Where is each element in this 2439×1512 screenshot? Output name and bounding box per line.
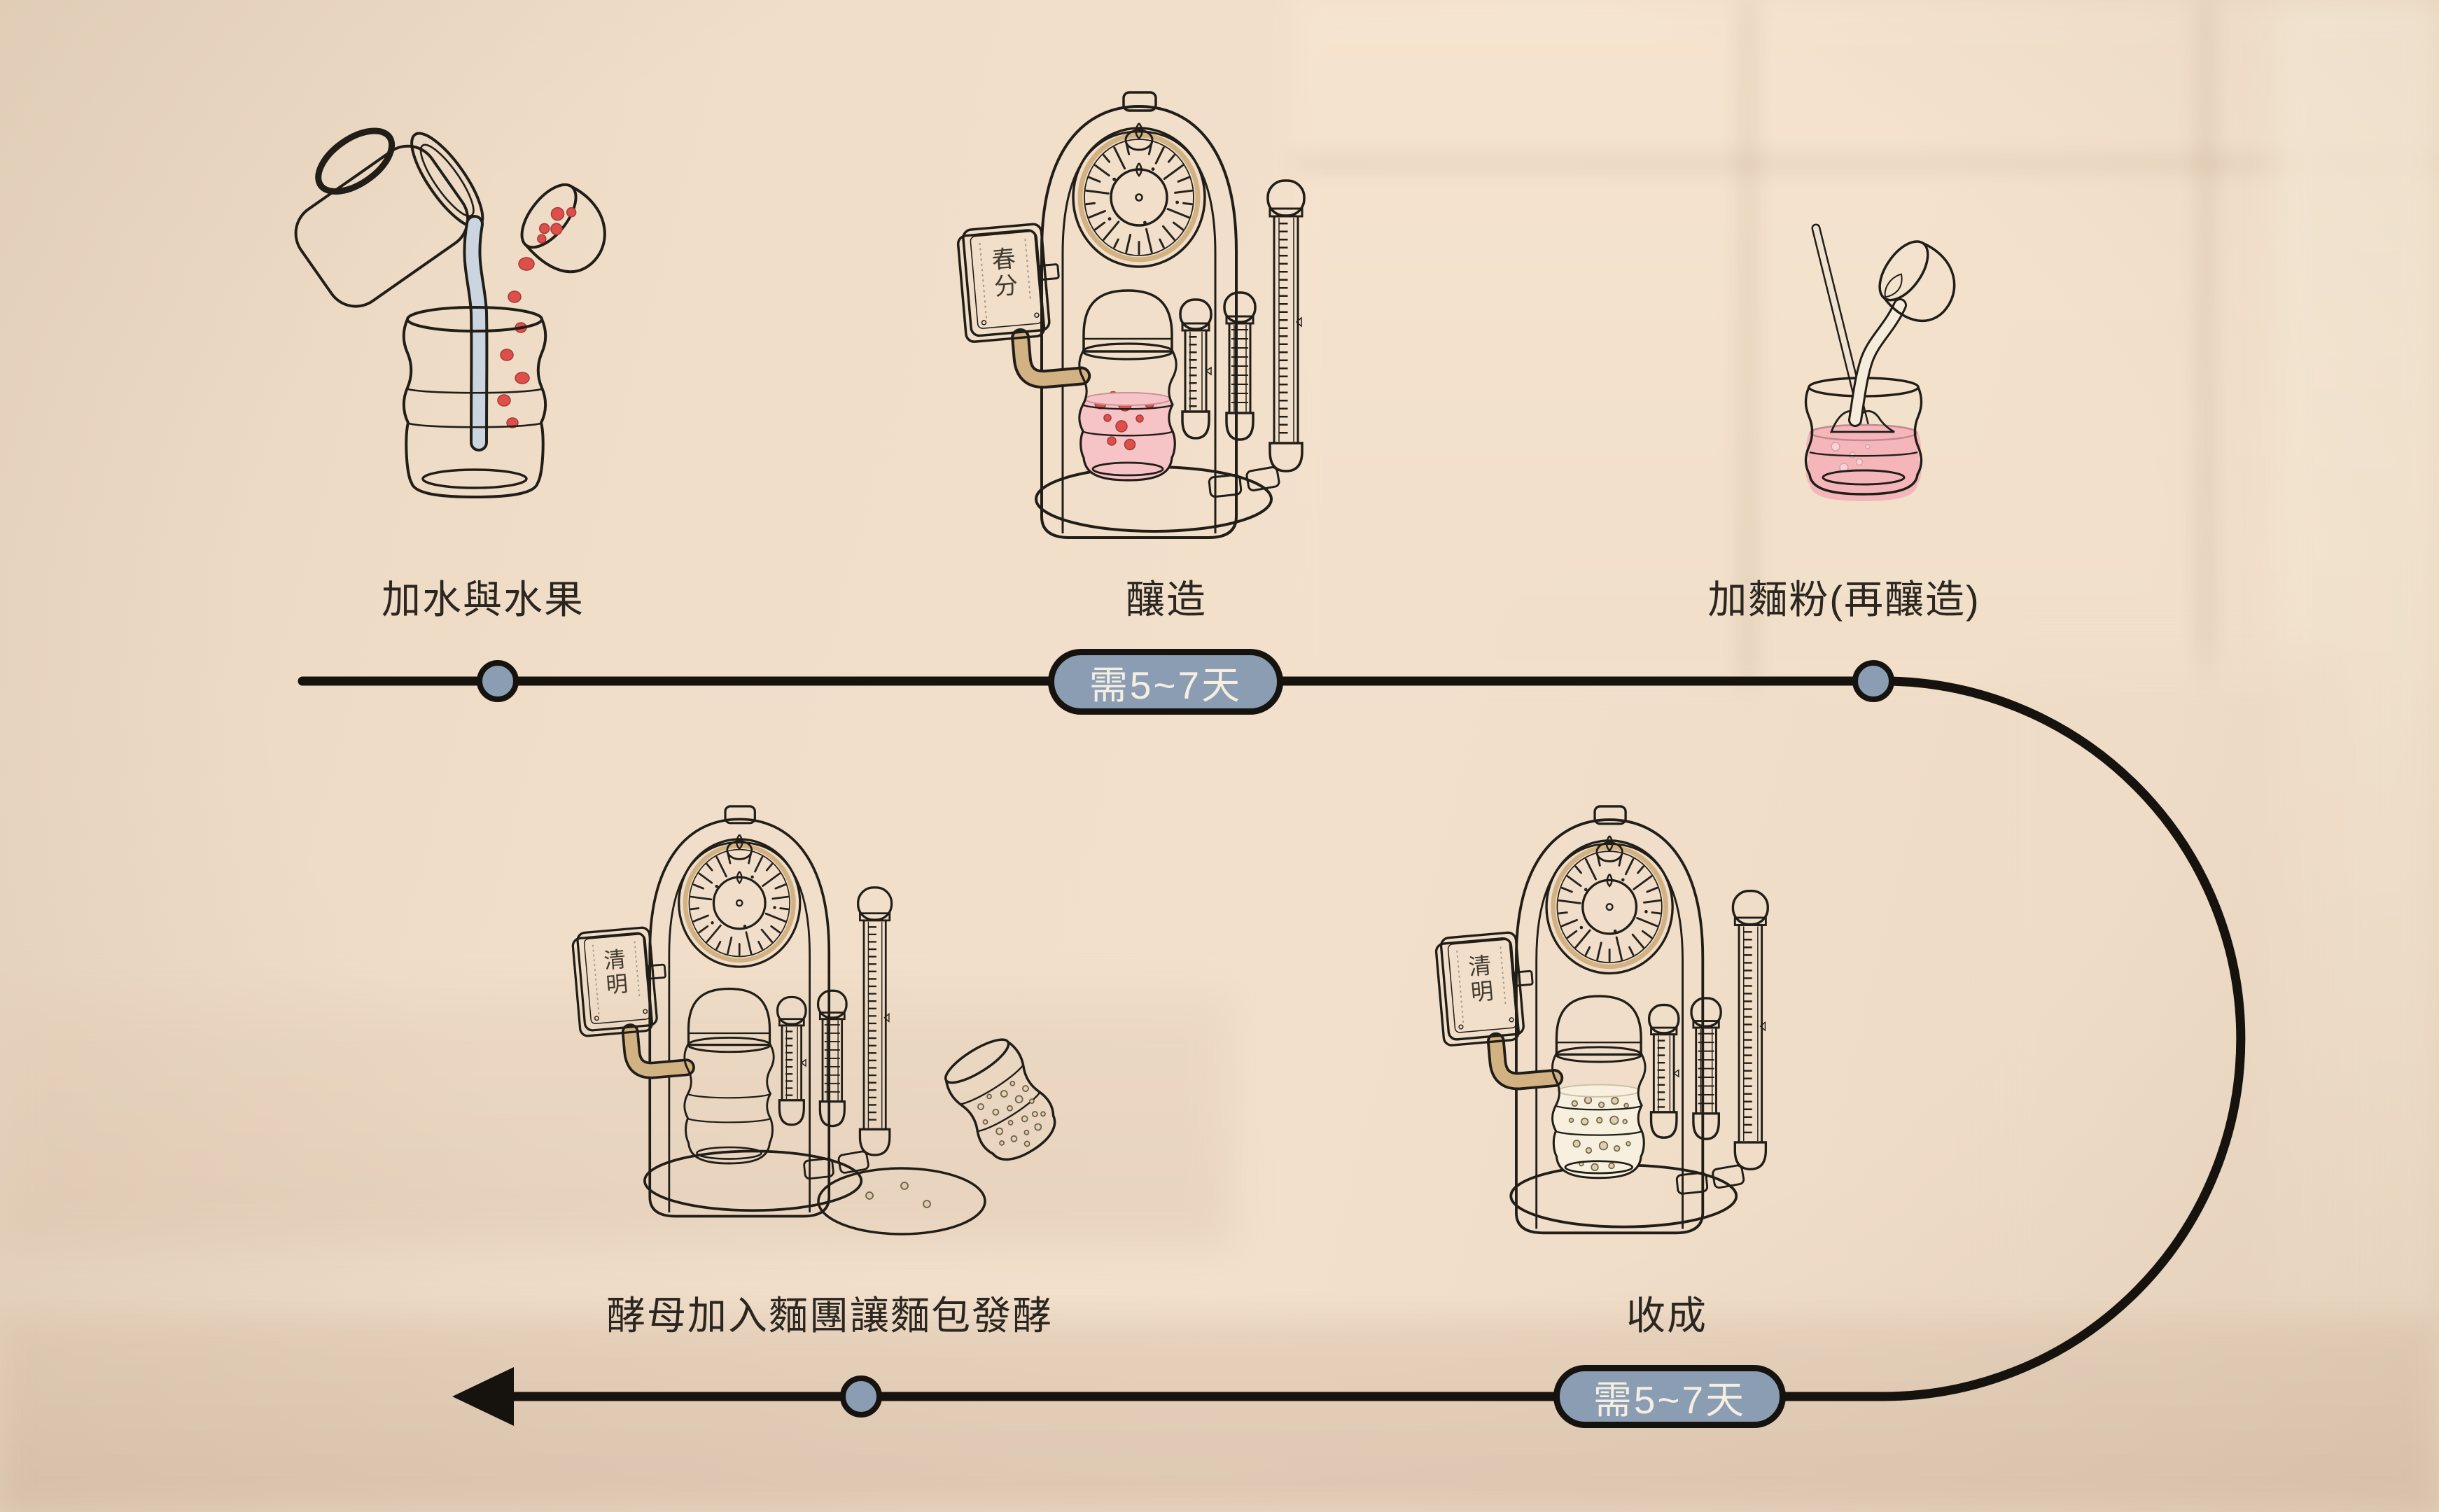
duration-badge: 需5~7天 <box>1553 1365 1786 1428</box>
step-label-yeast-dough: 酵母加入麵團讓麵包發酵 <box>606 1294 1053 1338</box>
solar-term-tag-text: 春分 <box>991 246 1019 301</box>
background-bottom-band <box>0 1316 2439 1512</box>
step-label-add-water-fruit: 加水與水果 <box>382 578 585 622</box>
falling-berries <box>497 257 535 428</box>
arrowhead-icon <box>452 1367 514 1426</box>
fruit-cup <box>520 183 606 274</box>
background-tiles <box>1295 0 2439 686</box>
timeline-node-dot <box>840 1376 882 1418</box>
step-label-harvest: 收成 <box>1626 1294 1707 1338</box>
flour-stream <box>1850 300 1905 425</box>
jar-lid <box>687 987 771 1046</box>
water-stream <box>466 218 486 449</box>
jar-lid <box>1082 289 1173 353</box>
timeline-node-dot <box>1852 660 1894 702</box>
solar-term-tag-text: 清明 <box>603 947 629 998</box>
water-jug <box>294 127 484 308</box>
step-label-brew: 釀造 <box>1126 578 1207 622</box>
brewing-machine: 春分 <box>973 91 1309 542</box>
duration-badge: 需5~7天 <box>1048 649 1283 715</box>
illustration-add-water-fruit <box>294 127 606 499</box>
flour-cup <box>1878 240 1956 323</box>
flour-mound <box>1829 410 1895 433</box>
jar-lid <box>1555 995 1642 1056</box>
starter-surface <box>1557 1084 1641 1098</box>
yeast-dots <box>977 1080 1046 1147</box>
step-label-add-flour: 加麵粉(再釀造) <box>1707 578 1980 622</box>
wavy-glass <box>402 306 547 499</box>
liquid-surface <box>1084 392 1171 406</box>
solar-term-tag-text: 清明 <box>1467 953 1495 1005</box>
dough-disc <box>817 1167 986 1236</box>
fermentation-machine: 清明 <box>587 805 896 1221</box>
timeline-path <box>298 676 2246 1401</box>
illustration-add-flour <box>1804 223 1956 501</box>
timeline-node-dot <box>477 660 519 702</box>
harvest-machine: 清明 <box>1451 805 1773 1238</box>
yeast-starter-jar <box>944 1038 1056 1161</box>
